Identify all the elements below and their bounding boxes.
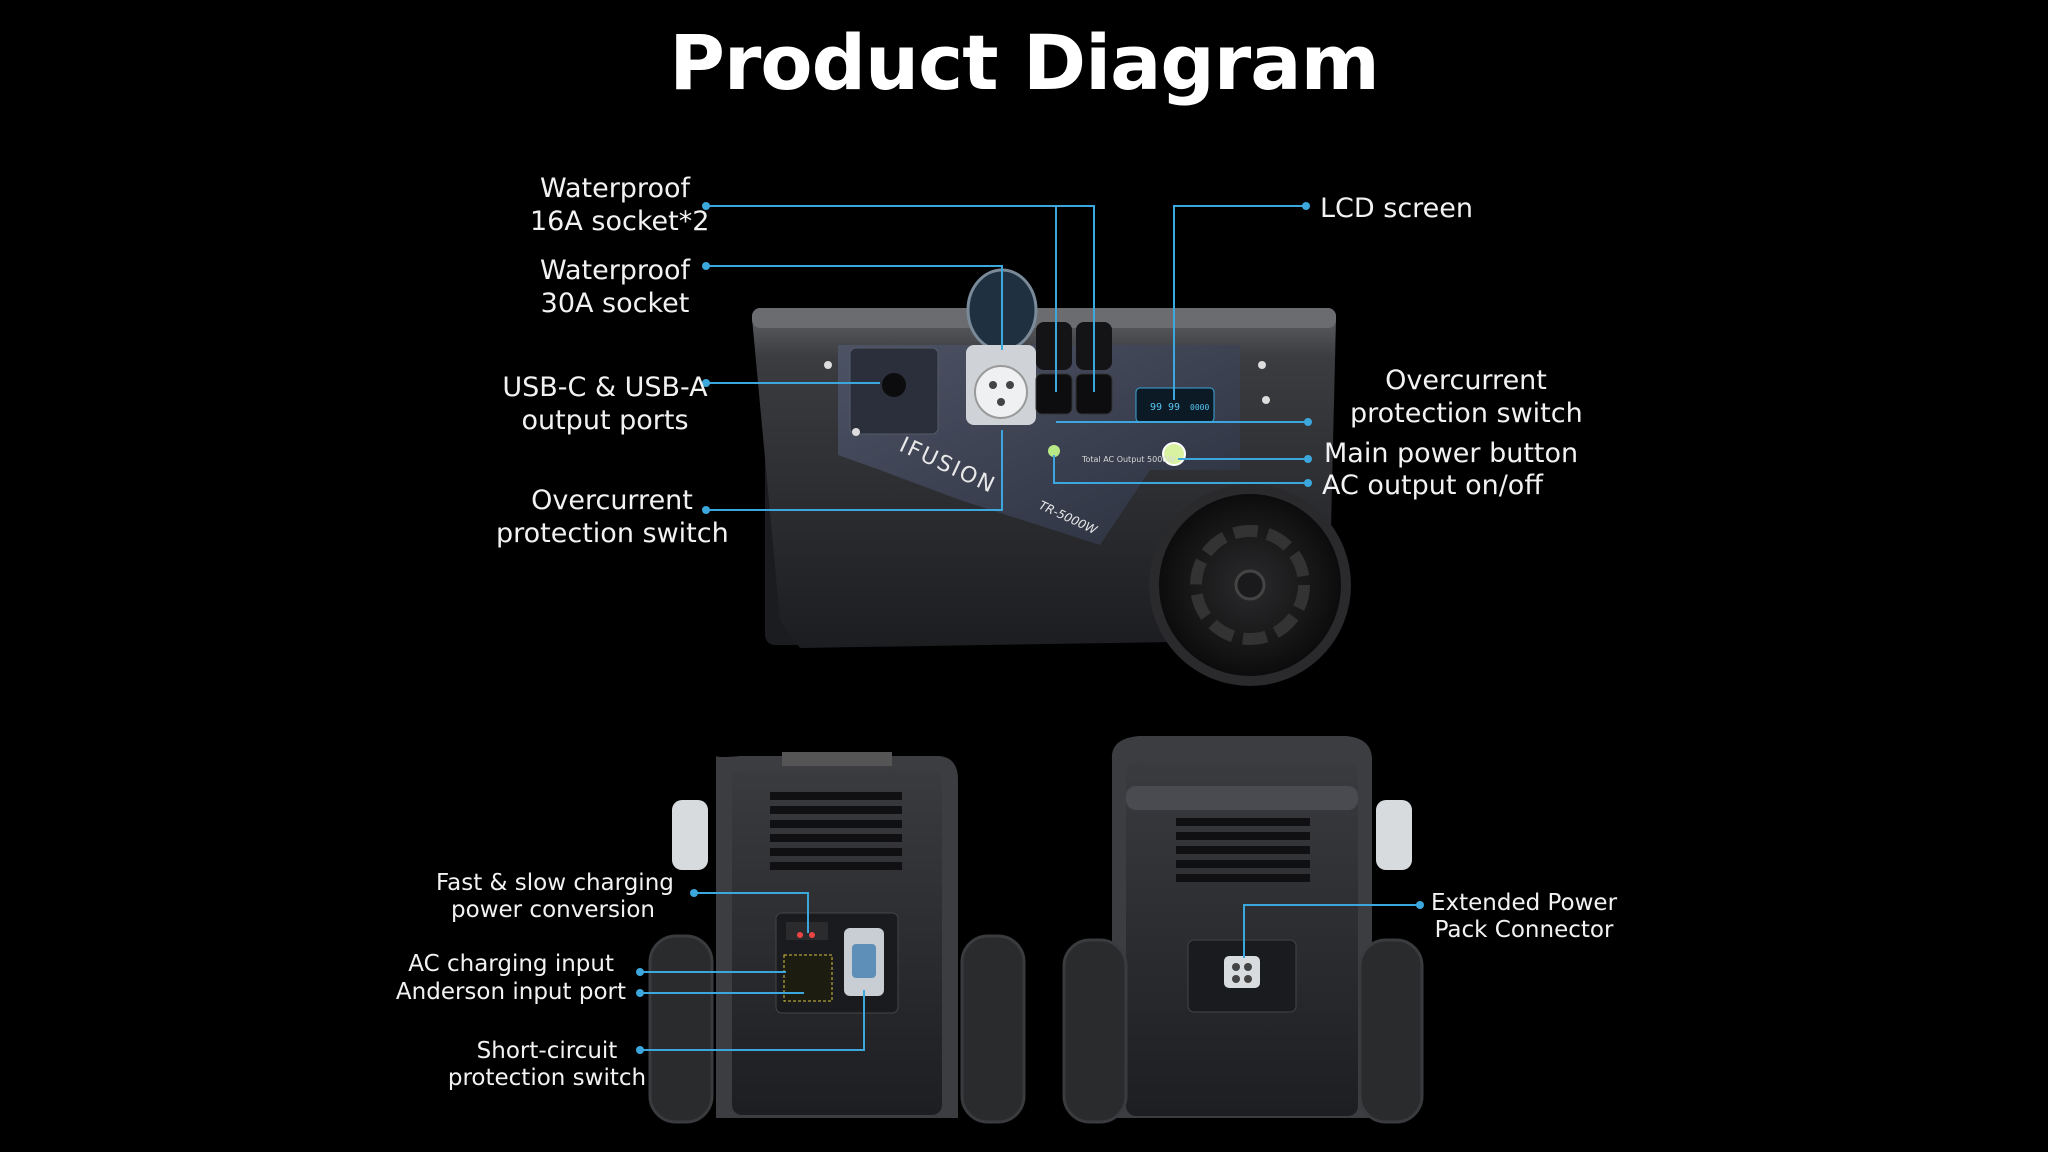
label-fast-slow-charging: Fast & slow charging power conversion — [436, 870, 674, 923]
rear-right-body — [1126, 762, 1358, 1116]
socket-30a-icon — [974, 365, 1028, 419]
rear-left-side-socket — [672, 800, 708, 870]
socket-16a-cap-1 — [1036, 322, 1072, 370]
label-ac-output: AC output on/off — [1322, 470, 1543, 501]
ac-charging-input-icon — [783, 954, 833, 1002]
leader-lines — [636, 202, 1424, 1054]
label-ac-charging-input: AC charging input — [408, 951, 614, 977]
rear-right-side-socket — [1376, 800, 1412, 870]
page-title: Product Diagram — [669, 18, 1380, 107]
socket-16a-1-icon — [1035, 373, 1073, 415]
extended-pack-connector-icon — [1224, 956, 1260, 988]
rear-right-tire-1 — [1062, 938, 1128, 1124]
label-lcd-screen: LCD screen — [1320, 193, 1474, 224]
rear-right-handle — [1126, 786, 1358, 810]
main-unit-front-view: 99 99 0000 Total AC Output 5000W IFUSION… — [752, 268, 1351, 686]
unit-top-rim — [752, 308, 1336, 328]
label-overcurrent-right: Overcurrent protection switch — [1350, 365, 1583, 429]
label-waterproof-30a: Waterproof 30A socket — [539, 255, 690, 319]
rear-left-top — [782, 752, 892, 766]
lcd-reading-3: 0000 — [1190, 403, 1209, 412]
lcd-reading-2: 99 — [1168, 402, 1180, 413]
usb-port-icon — [882, 373, 906, 397]
label-short-circuit: Short-circuit protection switch — [447, 1038, 647, 1091]
rear-right-tire-2 — [1358, 938, 1424, 1124]
rear-view-right — [1062, 736, 1424, 1124]
panel-output-text: Total AC Output 5000W — [1081, 455, 1175, 464]
rear-left-tire-2 — [960, 934, 1026, 1124]
label-anderson-input: Anderson input port — [395, 979, 626, 1005]
label-waterproof-16a: Waterproof 16A socket*2 — [530, 173, 710, 237]
label-overcurrent-left: Overcurrent protection switch — [496, 485, 729, 549]
ac-output-button-icon — [1048, 445, 1060, 457]
rear-view-left — [648, 752, 1026, 1124]
lcd-reading-1: 99 — [1150, 402, 1162, 413]
label-main-power-button: Main power button — [1324, 438, 1579, 469]
label-usb-ports: USB-C & USB-A output ports — [502, 372, 708, 436]
label-extended-power-pack: Extended Power Pack Connector — [1430, 890, 1618, 943]
rear-left-tire-1 — [648, 934, 714, 1124]
